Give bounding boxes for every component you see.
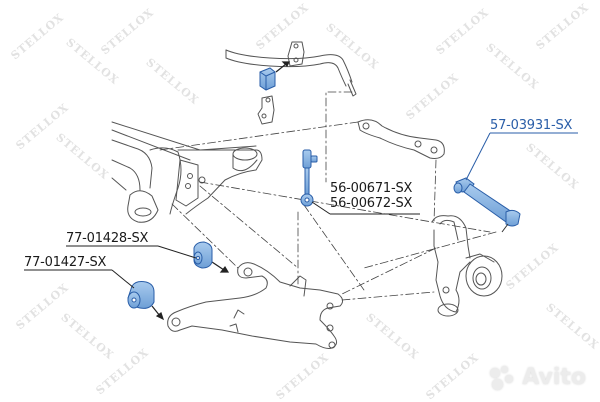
direction-arrows: [151, 61, 290, 321]
avito-logo-icon: [490, 365, 518, 390]
lower-control-arm: [167, 262, 344, 349]
upper-control-arm: [357, 119, 445, 159]
part-label-77-01428-SX: 77-01428-SX: [66, 231, 149, 246]
avito-brand-text: Avito: [522, 365, 586, 390]
lateral-link-57-03931: [453, 177, 521, 233]
bushing-77-01427: [127, 281, 155, 309]
part-label-77-01427-SX: 77-01427-SX: [24, 255, 107, 270]
avito-watermark: Avito: [490, 365, 586, 390]
assembly-guides: [159, 91, 497, 301]
part-label-56-00671-SX: 56-00671-SX: [330, 181, 413, 196]
label-leaders: [24, 132, 578, 289]
subframe: [111, 121, 263, 223]
stabilizer-link: [300, 149, 318, 207]
bushing-bracket: [257, 95, 275, 125]
stabilizer-bushing: [259, 67, 276, 91]
stabilizer-bar: [225, 41, 357, 97]
part-label-57-03931-SX: 57-03931-SX: [490, 118, 573, 133]
bushing-77-01428: [193, 241, 213, 269]
highlighted-parts: [127, 67, 521, 309]
part-label-56-00672-SX: 56-00672-SX: [330, 196, 413, 211]
wheel-knuckle: [431, 215, 503, 317]
